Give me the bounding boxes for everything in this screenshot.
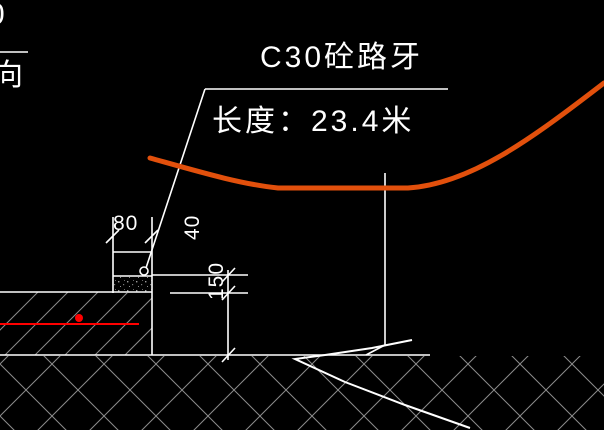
dim-tick-150-bottom	[221, 347, 236, 363]
selected-point-marker	[75, 314, 83, 322]
dim-tick-40-top	[221, 267, 236, 283]
leader-terminator-circle	[139, 266, 149, 276]
dim-tick-80-left	[105, 229, 120, 244]
curb-outline-geometry[interactable]	[0, 51, 471, 429]
subgrade-hatch-region	[0, 356, 604, 430]
leader-line	[145, 88, 206, 269]
selected-curb-polyline[interactable]	[147, 80, 604, 191]
road-centerline-group[interactable]	[0, 314, 139, 325]
dim-tick-40-bottom	[221, 285, 236, 301]
dim-tick-80-right	[144, 229, 159, 244]
curb-alignment-curve	[147, 80, 604, 191]
break-line-zigzag	[291, 339, 471, 429]
concrete-speckle-fill	[113, 276, 152, 293]
pavement-hatch-region	[0, 292, 152, 355]
